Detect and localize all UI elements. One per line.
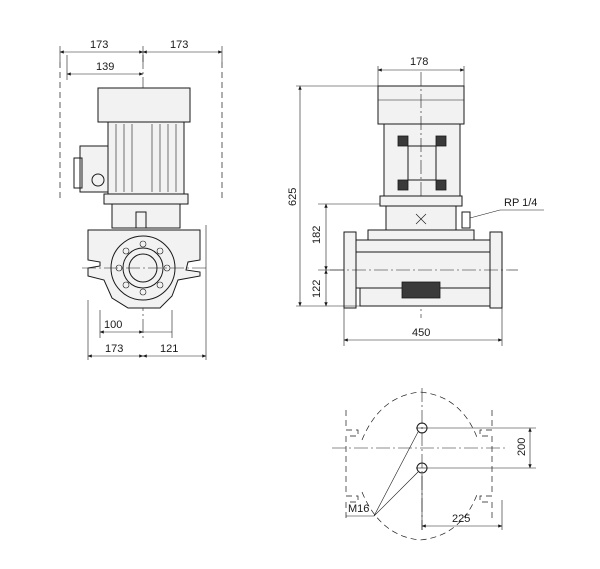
dim-front-total-height: 625 — [287, 188, 299, 206]
dim-base-spacing: 200 — [516, 438, 528, 456]
side-view: 173 173 139 100 173 121 — [59, 39, 223, 360]
dim-side-bottom-left: 173 — [105, 343, 123, 355]
dim-front-upper-height: 182 — [311, 226, 323, 244]
dim-base-length: 225 — [452, 513, 470, 525]
dim-front-port: RP 1/4 — [504, 197, 537, 209]
dim-front-lower-height: 122 — [311, 280, 323, 298]
dim-side-offset: 139 — [96, 61, 114, 73]
base-plan-view: 200 M16 225 — [332, 388, 536, 541]
dim-side-flange: 100 — [104, 319, 122, 331]
dim-front-motor-width: 178 — [410, 56, 428, 68]
dim-side-top-right: 173 — [170, 39, 188, 51]
dim-base-bolt: M16 — [348, 503, 369, 515]
side-motor — [97, 87, 191, 123]
side-pump-housing — [87, 229, 201, 309]
dim-side-top-left: 173 — [90, 39, 108, 51]
dim-front-flange-length: 450 — [412, 327, 430, 339]
dim-side-bottom-right: 121 — [160, 343, 178, 355]
front-view: 178 625 182 122 RP 1/4 450 — [287, 56, 544, 346]
